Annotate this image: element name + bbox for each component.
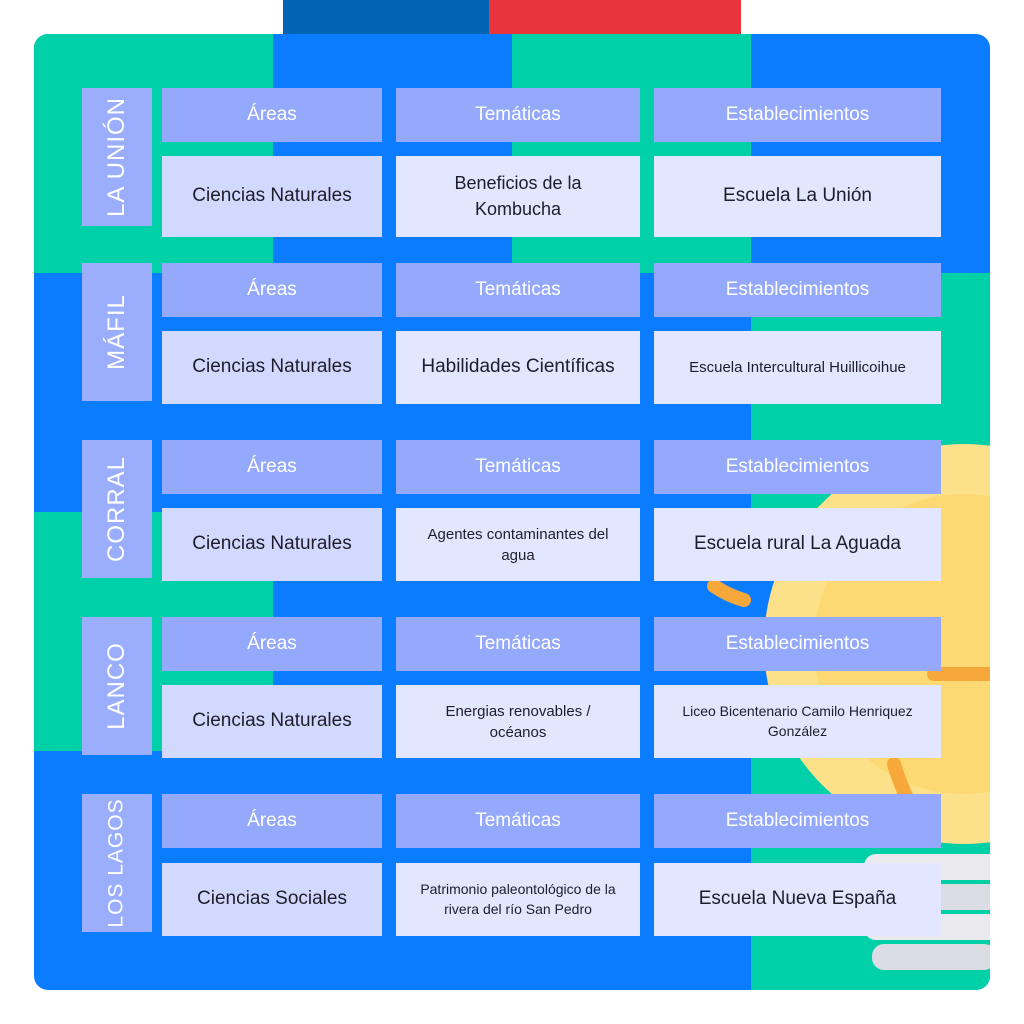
header-establecimientos: Establecimientos	[654, 263, 941, 317]
tematica-cell: Agentes contaminantes del agua	[396, 508, 640, 581]
area-cell: Ciencias Sociales	[162, 863, 382, 936]
establecimiento-cell: Escuela La Unión	[654, 156, 941, 237]
header-areas: Áreas	[162, 794, 382, 848]
commune-label: MÁFIL	[82, 263, 152, 401]
establecimiento-cell: Escuela rural La Aguada	[654, 508, 941, 581]
header-areas: Áreas	[162, 440, 382, 494]
tematica-cell: Patrimonio paleontológico de la rivera d…	[396, 863, 640, 936]
commune-label: CORRAL	[82, 440, 152, 578]
commune-label: LOS LAGOS	[82, 794, 152, 932]
header-establecimientos: Establecimientos	[654, 88, 941, 142]
header-tematicas: Temáticas	[396, 263, 640, 317]
flag-stripe-blue	[283, 0, 489, 34]
header-establecimientos: Establecimientos	[654, 440, 941, 494]
establecimiento-cell: Liceo Bicentenario Camilo Henriquez Gonz…	[654, 685, 941, 758]
tematica-cell: Energias renovables / océanos	[396, 685, 640, 758]
header-establecimientos: Establecimientos	[654, 794, 941, 848]
content-panel: LA UNIÓN Áreas Temáticas Establecimiento…	[34, 34, 990, 990]
header-tematicas: Temáticas	[396, 794, 640, 848]
header-tematicas: Temáticas	[396, 617, 640, 671]
establecimiento-cell: Escuela Nueva España	[654, 863, 941, 936]
area-cell: Ciencias Naturales	[162, 508, 382, 581]
tematica-cell: Habilidades Científicas	[396, 331, 640, 404]
tematica-cell: Beneficios de la Kombucha	[396, 156, 640, 237]
flag-stripe-red	[489, 0, 741, 34]
header-areas: Áreas	[162, 88, 382, 142]
area-cell: Ciencias Naturales	[162, 685, 382, 758]
commune-label: LA UNIÓN	[82, 88, 152, 226]
commune-label: LANCO	[82, 617, 152, 755]
area-cell: Ciencias Naturales	[162, 156, 382, 237]
area-cell: Ciencias Naturales	[162, 331, 382, 404]
establecimiento-cell: Escuela Intercultural Huillicoihue	[654, 331, 941, 404]
header-establecimientos: Establecimientos	[654, 617, 941, 671]
header-tematicas: Temáticas	[396, 440, 640, 494]
header-tematicas: Temáticas	[396, 88, 640, 142]
header-areas: Áreas	[162, 263, 382, 317]
header-areas: Áreas	[162, 617, 382, 671]
